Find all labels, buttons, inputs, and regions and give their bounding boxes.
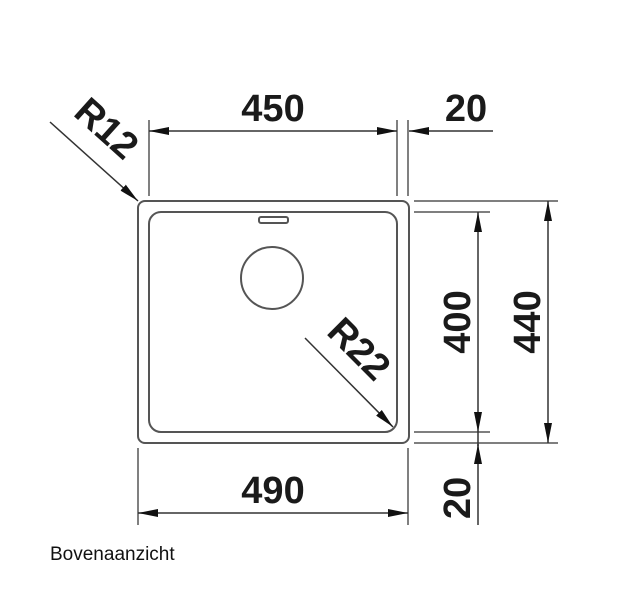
label-450: 450 [241, 88, 304, 130]
view-caption: Bovenaanzicht [50, 544, 175, 565]
label-440: 440 [507, 290, 549, 353]
drain-circle [240, 246, 304, 310]
label-20-top: 20 [445, 88, 487, 130]
label-400: 400 [437, 290, 479, 353]
label-20-bottom: 20 [437, 477, 479, 519]
sink-outer-outline [137, 200, 410, 444]
label-r22: R22 [319, 310, 398, 389]
r12-leader [49, 121, 139, 202]
r22-leader [304, 337, 394, 428]
label-490: 490 [241, 470, 304, 512]
sink-inner-basin [148, 211, 398, 433]
label-r12: R12 [66, 90, 146, 168]
overflow-slot [258, 216, 289, 224]
